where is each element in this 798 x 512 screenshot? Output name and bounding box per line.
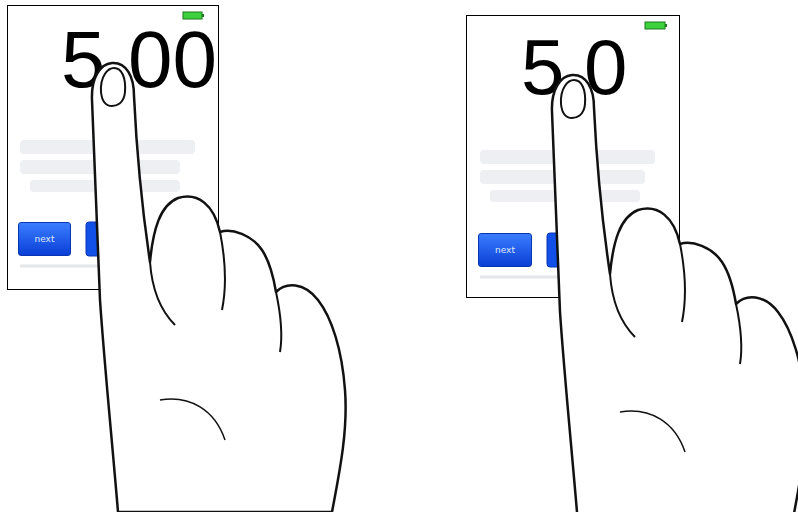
pointing-hand <box>92 63 346 512</box>
battery-icon <box>202 14 204 17</box>
button-label: next <box>495 245 515 255</box>
button: next <box>18 222 71 256</box>
button: next <box>478 233 532 267</box>
timer-digits: 00 <box>128 20 217 100</box>
battery-icon <box>183 12 202 19</box>
pointing-hand <box>552 75 798 512</box>
button-label: next <box>35 234 55 244</box>
battery-icon <box>645 22 665 29</box>
battery-icon <box>665 24 667 27</box>
